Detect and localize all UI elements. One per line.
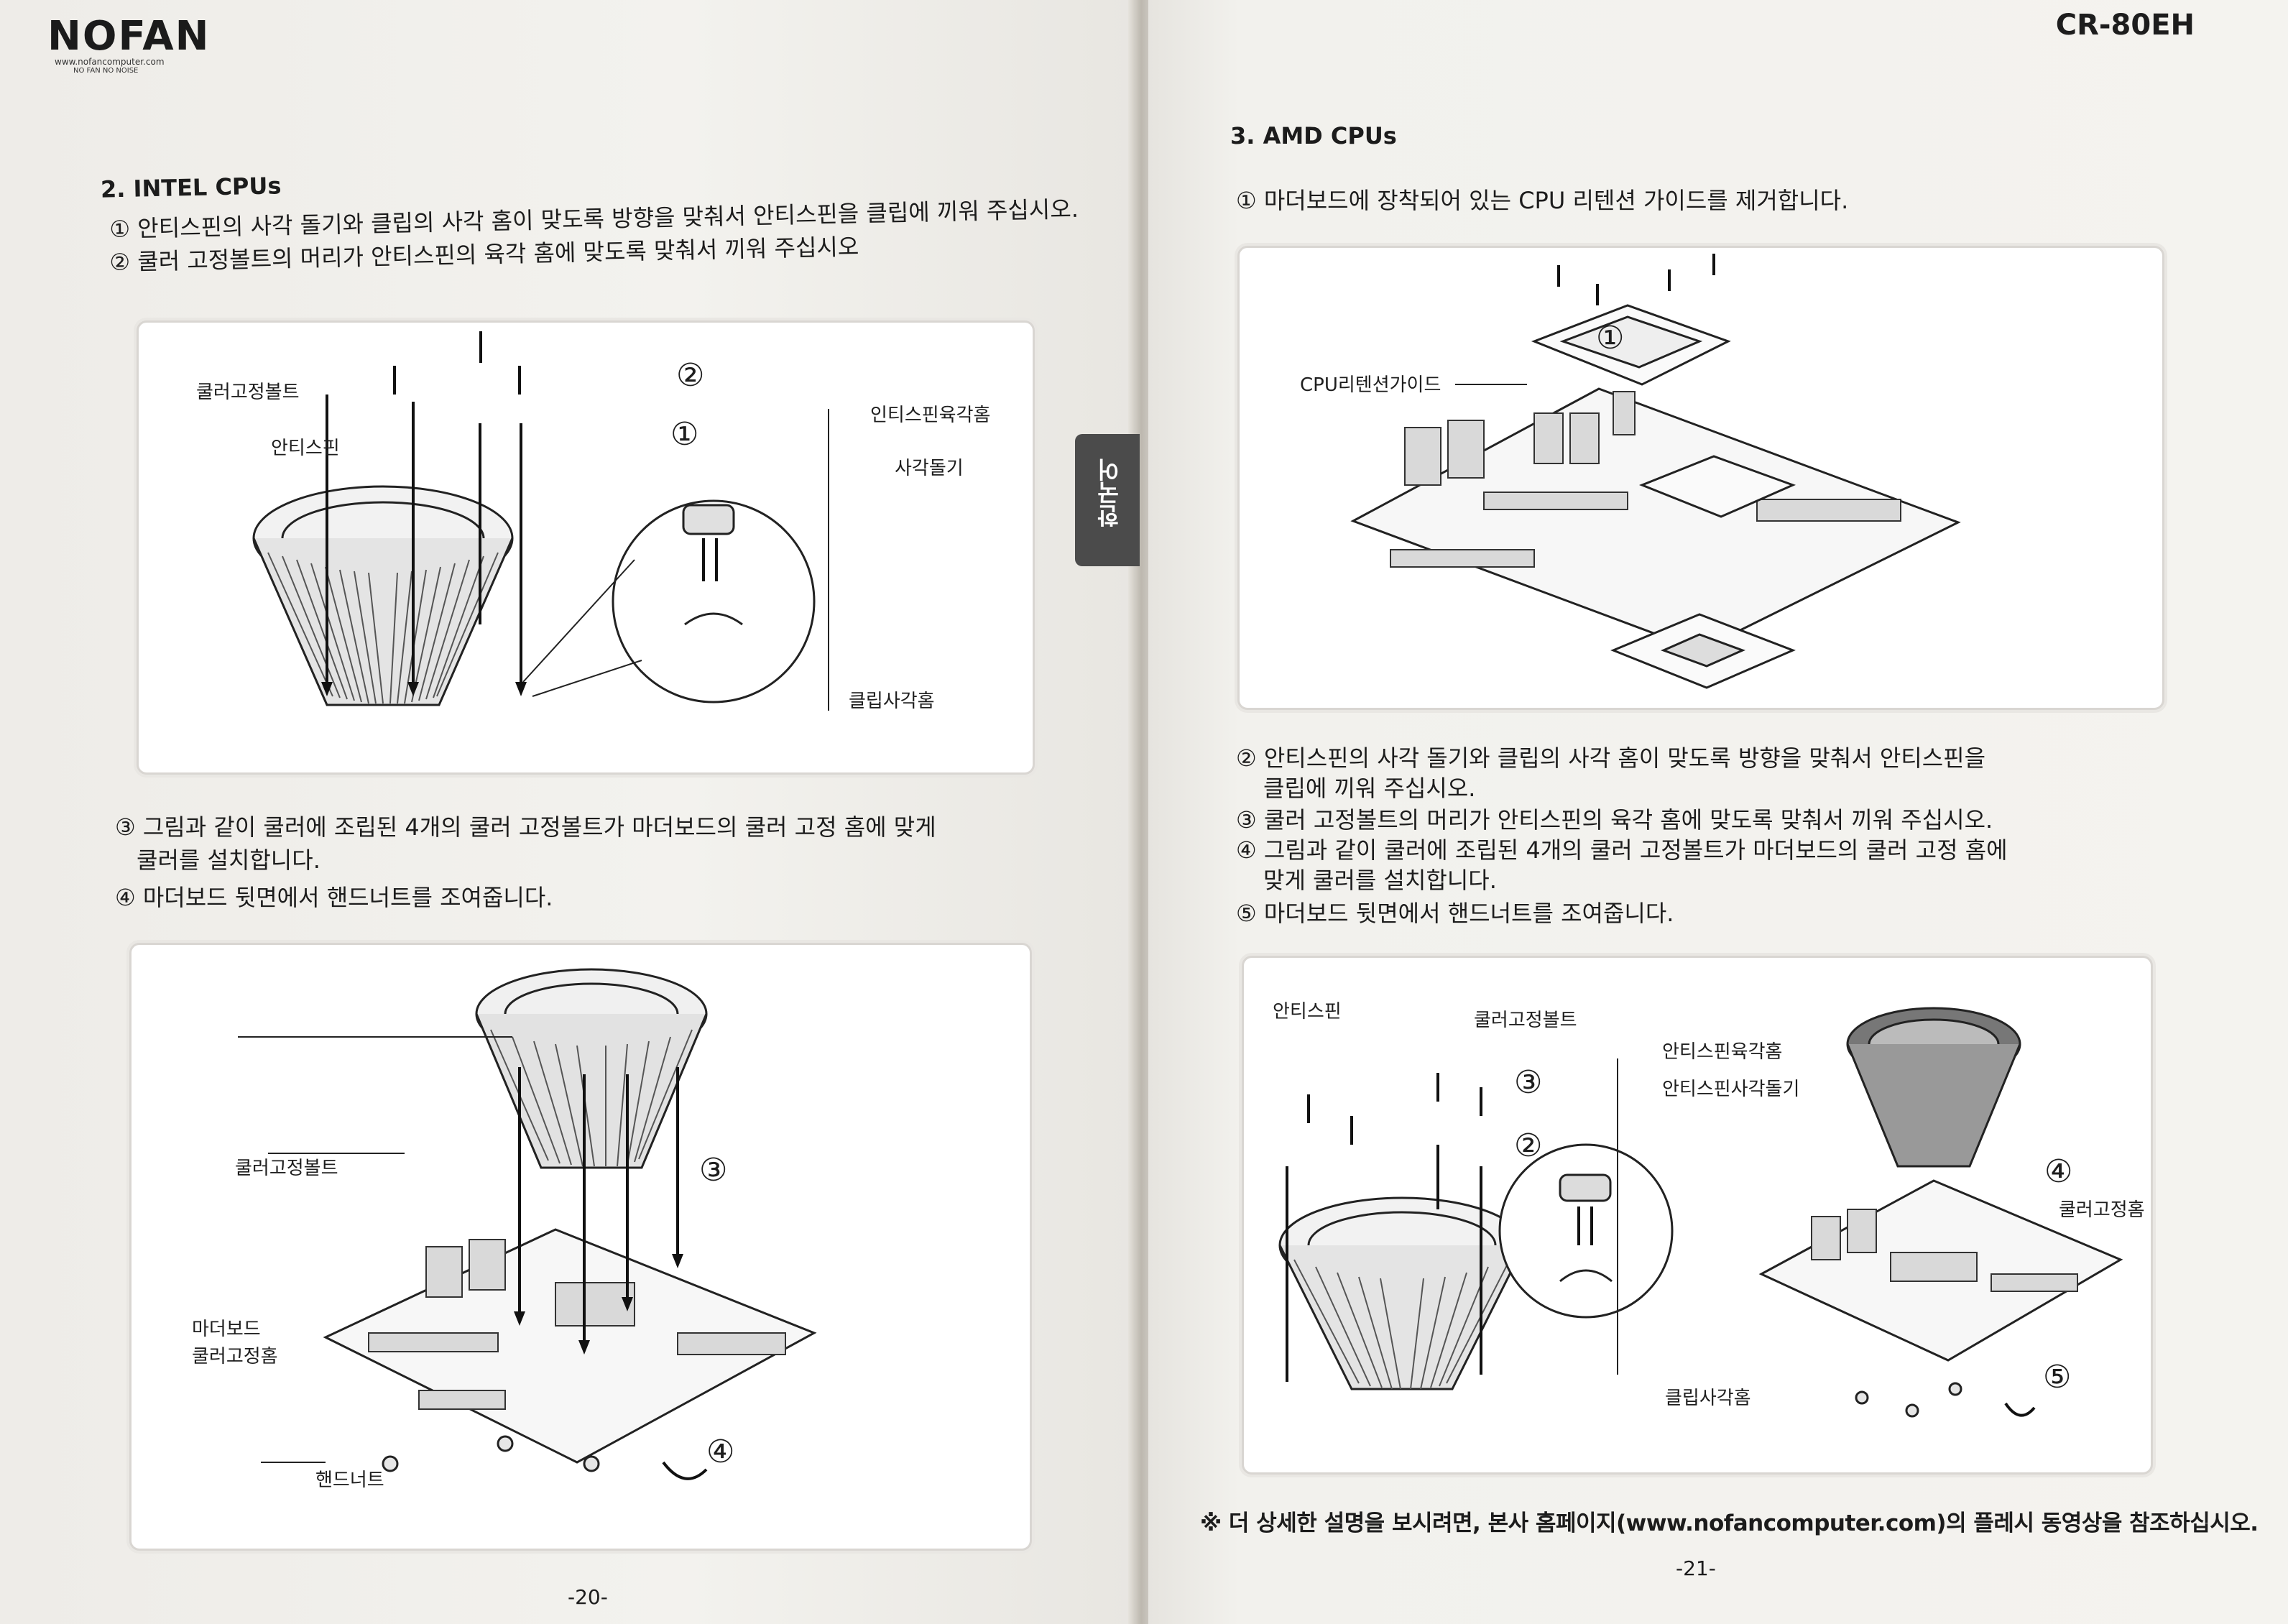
- language-tab: 한국어: [1075, 434, 1140, 566]
- marker-3: ③: [699, 1152, 728, 1189]
- amd-mount-illustration: [1278, 1007, 2123, 1418]
- motherboard-mount-illustration: [238, 968, 817, 1480]
- step-5-amd: ⑤ 마더보드 뒷면에서 핸드너트를 조여줍니다.: [1236, 900, 1674, 927]
- marker-5: ⑤: [2043, 1359, 2072, 1395]
- figure-intel-mount: 쿨러고정볼트 마더보드 쿨러고정홈 핸드너트 ③ ④: [129, 943, 1032, 1551]
- language-tab-label: 한국어: [1096, 458, 1123, 527]
- marker-1: ①: [670, 416, 699, 453]
- marker-4: ④: [2044, 1153, 2073, 1190]
- step-3-intel: ③ 그림과 같이 쿨러에 조립된 4개의 쿨러 고정볼트가 마더보드의 쿨러 고…: [115, 813, 936, 841]
- label-clip-square-groove: 클립사각홈: [849, 691, 935, 712]
- label-antispin-hex-groove: 인티스핀육각홈: [870, 405, 991, 426]
- brand-logo: NOFAN www.nofancomputer.com NO FAN NO NO…: [47, 13, 211, 75]
- label-cooler-fix-groove: 쿨러고정홈: [192, 1346, 278, 1367]
- step-3-amd: ③ 쿨러 고정볼트의 머리가 안티스핀의 육각 홈에 맞도록 맞춰서 끼워 주십…: [1236, 806, 1993, 834]
- marker-3: ③: [1514, 1064, 1543, 1101]
- heatsink-clip-illustration: [252, 331, 829, 711]
- marker-4: ④: [706, 1434, 735, 1470]
- label-clip-square-groove: 클립사각홈: [1665, 1388, 1751, 1409]
- figure-amd-retention: CPU리텐션가이드 ①: [1237, 246, 2164, 710]
- model-name: CR-80EH: [2055, 9, 2195, 42]
- brand-tagline: NO FAN NO NOISE: [73, 67, 139, 75]
- section-title-intel: 2. INTEL CPUs: [100, 172, 282, 203]
- label-antispin: 안티스핀: [271, 438, 340, 459]
- left-page: NOFAN www.nofancomputer.com NO FAN NO NO…: [0, 0, 1143, 1624]
- label-cooler-bolt: 쿨러고정볼트: [235, 1158, 338, 1179]
- retention-guide-illustration: [1350, 254, 1961, 689]
- step-4-amd-cont: 맞게 쿨러를 설치합니다.: [1263, 867, 1497, 894]
- step-2-amd-cont: 클립에 끼워 주십시오.: [1263, 775, 1476, 802]
- label-cooler-fix-groove: 쿨러고정홈: [2059, 1199, 2145, 1221]
- page-number-right: -21-: [1676, 1556, 1716, 1580]
- label-hand-nut: 핸드너트: [315, 1470, 384, 1491]
- label-antispin-hex-groove: 안티스핀육각홈: [1662, 1041, 1783, 1063]
- right-page: CR-80EH 3. AMD CPUs ① 마더보드에 장착되어 있는 CPU …: [1148, 0, 2288, 1624]
- brand-url: www.nofancomputer.com: [55, 57, 165, 67]
- label-cpu-retention-guide: CPU리텐션가이드: [1300, 374, 1441, 396]
- brand-name: NOFAN: [47, 13, 211, 60]
- marker-2: ②: [1514, 1127, 1543, 1164]
- marker-2: ②: [676, 357, 705, 394]
- homepage-note: ※ 더 상세한 설명을 보시려면, 본사 홈페이지(www.nofancompu…: [1200, 1510, 2259, 1536]
- step-4-amd: ④ 그림과 같이 쿨러에 조립된 4개의 쿨러 고정볼트가 마더보드의 쿨러 고…: [1236, 836, 2008, 864]
- step-1-amd: ① 마더보드에 장착되어 있는 CPU 리텐션 가이드를 제거합니다.: [1236, 187, 1849, 214]
- step-3-intel-cont: 쿨러를 설치합니다.: [137, 846, 320, 874]
- label-antispin-square-protrusion: 안티스핀사각돌기: [1662, 1079, 1800, 1100]
- figure-intel-antispin: 쿨러고정볼트 안티스핀 인티스핀육각홈 사각돌기 클립사각홈 ② ①: [137, 320, 1035, 775]
- step-4-intel: ④ 마더보드 뒷면에서 핸드너트를 조여줍니다.: [115, 884, 553, 911]
- page-number-left: -20-: [568, 1585, 608, 1609]
- label-square-protrusion: 사각돌기: [895, 458, 964, 479]
- label-antispin: 안티스핀: [1273, 1001, 1342, 1023]
- step-2-amd: ② 안티스핀의 사각 돌기와 클립의 사각 홈이 맞도록 방향을 맞춰서 안티스…: [1236, 744, 1986, 772]
- label-motherboard: 마더보드: [192, 1319, 261, 1340]
- section-title-amd: 3. AMD CPUs: [1230, 122, 1397, 149]
- label-cooler-bolt: 쿨러고정볼트: [1474, 1010, 1577, 1031]
- marker-1: ①: [1596, 320, 1625, 356]
- figure-amd-mount: 안티스핀 쿨러고정볼트 안티스핀육각홈 안티스핀사각돌기 클립사각홈 쿨러고정홈…: [1242, 956, 2153, 1475]
- label-cooler-bolt: 쿨러고정볼트: [196, 382, 300, 403]
